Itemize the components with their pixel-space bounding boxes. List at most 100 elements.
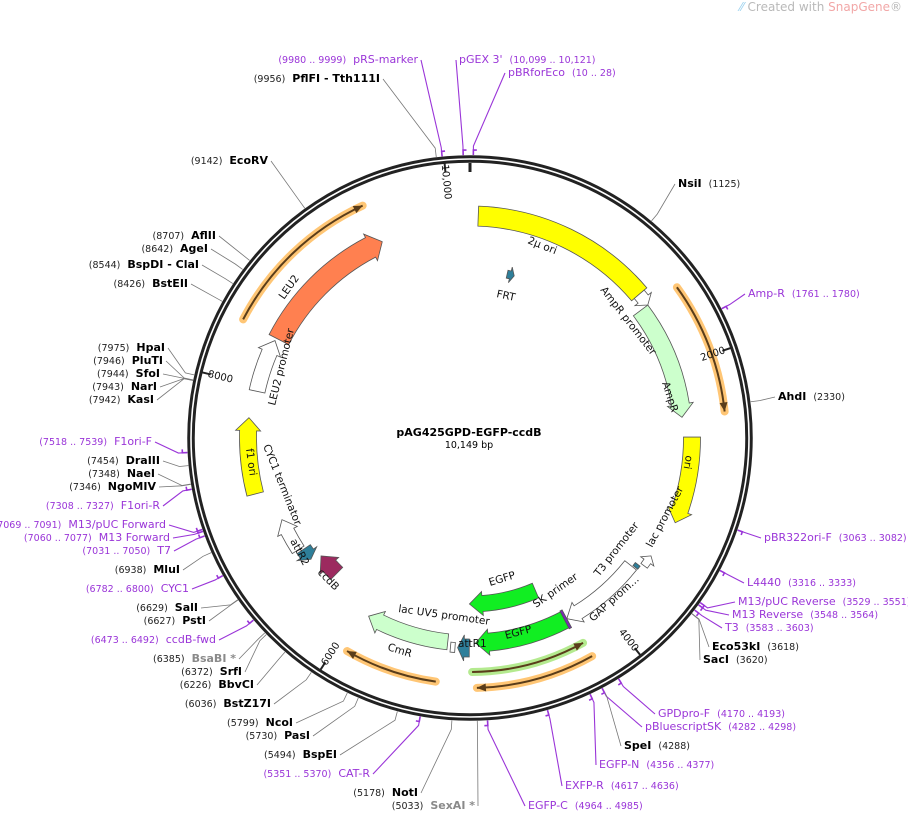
feature-label-cmr[interactable]: CmR bbox=[386, 641, 413, 660]
site-location: (9142) bbox=[190, 156, 223, 167]
enzyme-label-naei[interactable]: (7348)NaeI bbox=[88, 467, 155, 481]
site-name: GPDpro-F bbox=[658, 707, 711, 720]
site-name: EGFP-N bbox=[599, 758, 640, 771]
site-location: (6629) bbox=[136, 603, 168, 614]
feature-attr2-arrow bbox=[295, 544, 318, 562]
leader-line bbox=[691, 613, 701, 661]
site-location: (8544) bbox=[88, 260, 121, 271]
leader-line bbox=[295, 692, 348, 724]
enzyme-label-bbvci[interactable]: (6226)BbvCI bbox=[180, 678, 254, 692]
enzyme-label-sali[interactable]: (6629)SalI bbox=[136, 601, 198, 615]
site-location: (7060 .. 7077) bbox=[23, 533, 92, 544]
site-location: (8642) bbox=[141, 244, 174, 255]
primer-label-exfp-r[interactable]: EXFP-R(4617 .. 4636) bbox=[565, 779, 679, 793]
enzyme-label-bsteii[interactable]: (8426)BstEII bbox=[114, 277, 188, 291]
primer-label-prs-marker[interactable]: (9980 .. 9999)pRS-marker bbox=[278, 53, 418, 67]
enzyme-label-mlui[interactable]: (6938)MluI bbox=[115, 563, 180, 577]
primer-label-m13-reverse[interactable]: M13 Reverse(3548 .. 3564) bbox=[732, 608, 878, 622]
leader-line bbox=[618, 678, 656, 715]
enzyme-label-pasi[interactable]: (5730)PasI bbox=[246, 729, 310, 743]
enzyme-label-ecorv[interactable]: (9142)EcoRV bbox=[191, 154, 268, 168]
leader-line bbox=[699, 601, 736, 609]
ruler-tick-label: 8000 bbox=[207, 369, 234, 386]
enzyme-label-bspdi-clai[interactable]: (8544)BspDI - ClaI bbox=[89, 258, 199, 272]
site-name: Eco53kI bbox=[712, 640, 761, 653]
feature-label-ori[interactable]: ori bbox=[681, 454, 695, 470]
enzyme-label-bsabi[interactable]: (6385)BsaBI * bbox=[153, 652, 236, 666]
enzyme-label-psti[interactable]: (6627)PstI bbox=[144, 614, 206, 628]
primer-label-ccdb-fwd[interactable]: (6473 .. 6492)ccdB-fwd bbox=[91, 633, 216, 647]
primer-label-pgex-3[interactable]: pGEX 3'(10,099 .. 10,121) bbox=[459, 53, 596, 67]
primer-binding-marker bbox=[484, 720, 489, 727]
site-location: (3618) bbox=[767, 642, 799, 653]
site-name: NcoI bbox=[265, 716, 293, 729]
feature-label-f1-ori[interactable]: f1 ori bbox=[243, 448, 259, 477]
enzyme-label-nsii[interactable]: NsiI(1125) bbox=[678, 177, 740, 191]
feature-label-attr1[interactable]: attR1 bbox=[458, 638, 487, 650]
enzyme-label-draiii[interactable]: (7454)DraIII bbox=[87, 454, 160, 468]
enzyme-label-sfoi[interactable]: (7944)SfoI bbox=[97, 367, 160, 381]
site-location: (7348) bbox=[88, 469, 120, 480]
enzyme-label-eco53ki[interactable]: Eco53kI (3618) bbox=[712, 640, 799, 654]
primer-label-m13-puc-reverse[interactable]: M13/pUC Reverse(3529 .. 3551) bbox=[738, 595, 908, 609]
enzyme-label-saci[interactable]: SacI(3620) bbox=[703, 653, 768, 667]
site-location: (6473 .. 6492) bbox=[90, 635, 159, 646]
orf-line bbox=[472, 641, 584, 673]
feature-label-cyc1-terminator[interactable]: CYC1 terminator bbox=[260, 443, 304, 528]
feature-frt-arrow bbox=[505, 267, 515, 283]
primer-label-cyc1[interactable]: (6782 .. 6800)CYC1 bbox=[86, 582, 189, 596]
primer-label-f1ori-f[interactable]: (7518 .. 7539)F1ori-F bbox=[39, 435, 152, 449]
enzyme-label-sexai[interactable]: (5033)SexAI * bbox=[392, 799, 475, 813]
site-location: (5494) bbox=[263, 750, 296, 761]
primer-binding-marker bbox=[197, 534, 205, 539]
enzyme-label-nari[interactable]: (7943)NarI bbox=[92, 380, 157, 394]
site-name: F1ori-R bbox=[120, 499, 160, 512]
feature-leu2-arrow bbox=[268, 233, 383, 346]
enzyme-label-ahdi[interactable]: AhdI(2330) bbox=[778, 390, 845, 404]
primer-label-f1ori-r[interactable]: (7308 .. 7327)F1ori-R bbox=[46, 499, 160, 513]
enzyme-label-hpai[interactable]: (7975)HpaI bbox=[98, 341, 165, 355]
primer-label-amp-r[interactable]: Amp-R(1761 .. 1780) bbox=[748, 287, 860, 301]
enzyme-label-srfi[interactable]: (6372)SrfI bbox=[181, 665, 242, 679]
site-name: pBluescriptSK bbox=[645, 720, 722, 733]
enzyme-label-kasi[interactable]: (7942)KasI bbox=[89, 393, 154, 407]
site-name: pBRforEco bbox=[508, 66, 566, 79]
enzyme-label-aflii[interactable]: (8707)AflII bbox=[153, 229, 216, 243]
leader-line bbox=[162, 488, 192, 507]
primer-label-egfp-c[interactable]: EGFP-C(4964 .. 4985) bbox=[528, 799, 643, 813]
feature-leu2-promoter-arrow bbox=[248, 340, 282, 394]
primer-label-m13-puc-forward[interactable]: (7069 .. 7091)M13/pUC Forward bbox=[0, 518, 166, 532]
feature-label-egfp-inner[interactable]: EGFP bbox=[487, 569, 516, 588]
feature-label-frt[interactable]: FRT bbox=[495, 288, 517, 304]
primer-label-egfp-n[interactable]: EGFP-N(4356 .. 4377) bbox=[599, 758, 714, 772]
snapgene-watermark: ⁄⁄ Created with SnapGene® bbox=[740, 0, 902, 14]
site-location: (4282 .. 4298) bbox=[728, 722, 797, 733]
primer-label-pbr322ori-f[interactable]: pBR322ori-F(3063 .. 3082) bbox=[764, 531, 907, 545]
leader-line bbox=[750, 396, 776, 403]
orf-arrowhead bbox=[352, 205, 363, 214]
site-name: BbvCI bbox=[218, 678, 254, 691]
site-name: M13/pUC Reverse bbox=[738, 595, 836, 608]
enzyme-label-pluti[interactable]: (7946)PluTI bbox=[93, 354, 163, 368]
primer-label-gpdpro-f[interactable]: GPDpro-F(4170 .. 4193) bbox=[658, 707, 785, 721]
primer-label-cat-r[interactable]: (5351 .. 5370)CAT-R bbox=[263, 767, 370, 781]
primer-label-l4440[interactable]: L4440(3316 .. 3333) bbox=[747, 576, 856, 590]
primer-label-t7[interactable]: (7031 .. 7050)T7 bbox=[82, 544, 171, 558]
site-location: (3548 .. 3564) bbox=[810, 610, 879, 621]
site-name: pBR322ori-F bbox=[764, 531, 832, 544]
primer-label-pbrforeco[interactable]: pBRforEco(10 .. 28) bbox=[508, 66, 616, 80]
primer-label-m13-forward[interactable]: (7060 .. 7077)M13 Forward bbox=[24, 531, 170, 545]
primer-label-t3[interactable]: T3(3583 .. 3603) bbox=[725, 621, 814, 635]
enzyme-label-spei[interactable]: SpeI(4288) bbox=[624, 739, 690, 753]
enzyme-label-ncoi[interactable]: (5799)NcoI bbox=[227, 716, 293, 730]
enzyme-label-noti[interactable]: (5178)NotI bbox=[353, 786, 418, 800]
feature-sk-primer-arrow bbox=[559, 609, 573, 630]
enzyme-label-agei[interactable]: (8642)AgeI bbox=[141, 242, 208, 256]
site-location: (7031 .. 7050) bbox=[82, 546, 151, 557]
primer-label-pbluescriptsk[interactable]: pBluescriptSK (4282 .. 4298) bbox=[645, 720, 796, 734]
enzyme-label-pflfi-tth111i[interactable]: (9956)PflFI - Tth111I bbox=[254, 72, 380, 86]
enzyme-label-ngomiv[interactable]: (7346)NgoMIV bbox=[69, 480, 156, 494]
enzyme-label-bspei[interactable]: (5494)BspEI bbox=[264, 748, 337, 762]
enzyme-label-bstz17i[interactable]: (6036)BstZ17I bbox=[185, 697, 271, 711]
leader-line bbox=[602, 687, 622, 747]
